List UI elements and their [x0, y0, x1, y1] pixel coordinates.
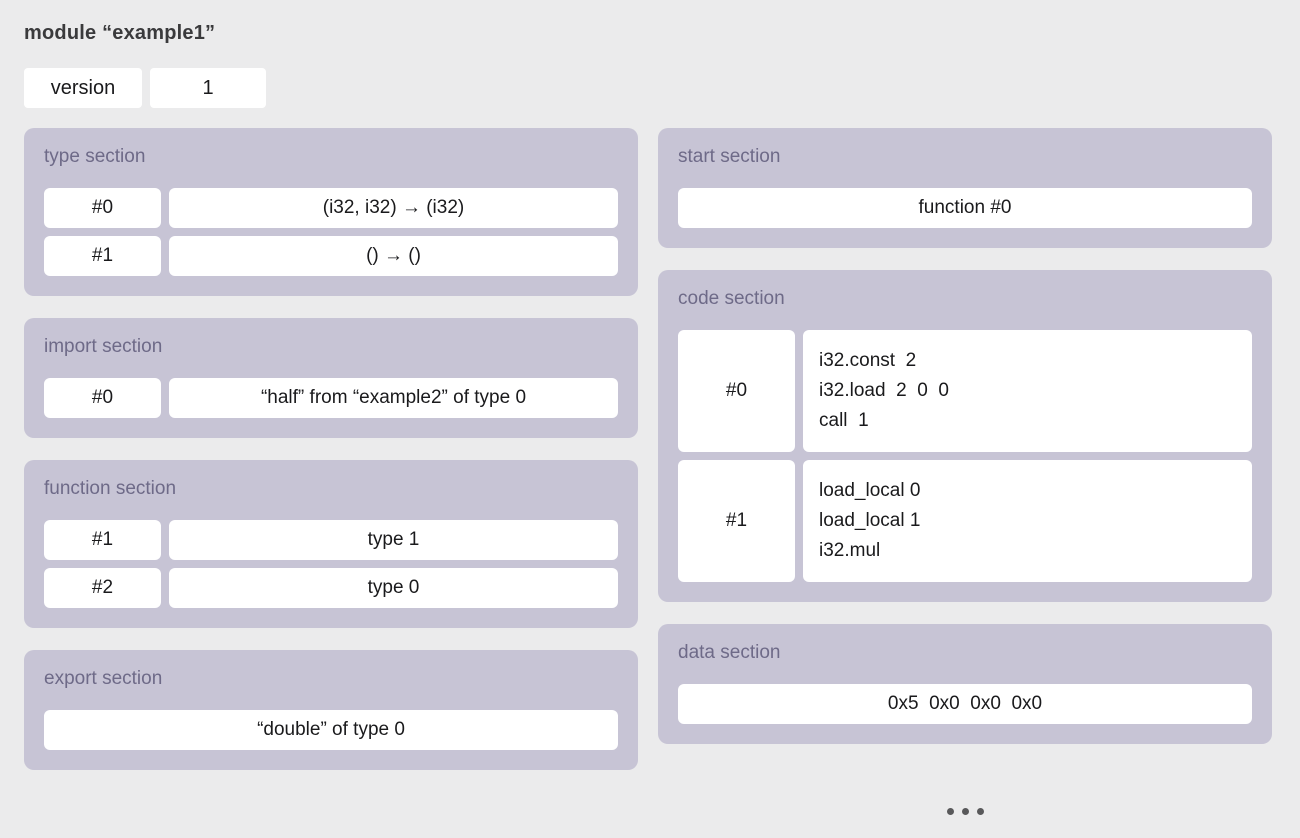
export-row-0: “double” of type 0: [44, 710, 618, 750]
function-row-1: #2 type 0: [44, 568, 618, 608]
ellipsis-dot: [946, 807, 954, 815]
type-row-0: #0 (i32, i32) → (i32): [44, 188, 618, 228]
entry-index: #1: [44, 520, 161, 560]
entry-value: type 0: [169, 568, 618, 608]
start-section: start section function #0: [658, 128, 1272, 248]
entry-value: function #0: [678, 188, 1252, 228]
type-row-1: #1 () → (): [44, 236, 618, 276]
entry-value: (i32, i32) → (i32): [169, 188, 618, 228]
version-value: 1: [150, 68, 266, 108]
instruction-line: load_local 0: [819, 480, 921, 501]
more-sections-ellipsis: [658, 806, 1272, 816]
instruction-line: call 1: [819, 410, 869, 431]
page-title: module “example1”: [24, 22, 216, 44]
import-row-0: #0 “half” from “example2” of type 0: [44, 378, 618, 418]
entry-index: #2: [44, 568, 161, 608]
instruction-list: i32.const 2 i32.load 2 0 0 call 1: [803, 330, 1252, 452]
code-row-1: #1 load_local 0 load_local 1 i32.mul: [678, 460, 1252, 582]
function-row-0: #1 type 1: [44, 520, 618, 560]
entry-value: “half” from “example2” of type 0: [169, 378, 618, 418]
version-row: version 1: [24, 68, 1276, 108]
entry-index: #1: [678, 460, 795, 582]
instruction-line: load_local 1: [819, 510, 921, 531]
code-row-0: #0 i32.const 2 i32.load 2 0 0 call 1: [678, 330, 1252, 452]
start-section-title: start section: [678, 146, 781, 167]
entry-index: #0: [44, 378, 161, 418]
instruction-list: load_local 0 load_local 1 i32.mul: [803, 460, 1252, 582]
data-section: data section 0x5 0x0 0x0 0x0: [658, 624, 1272, 744]
import-section: import section #0 “half” from “example2”…: [24, 318, 638, 438]
entry-index: #0: [678, 330, 795, 452]
module-diagram: module “example1” version 1 type section…: [24, 22, 1276, 816]
function-section: function section #1 type 1 #2 type 0: [24, 460, 638, 628]
instruction-line: i32.load 2 0 0: [819, 380, 949, 401]
instruction-line: i32.mul: [819, 540, 881, 561]
export-section-title: export section: [44, 668, 163, 689]
start-row-0: function #0: [678, 188, 1252, 228]
entry-value: () → (): [169, 236, 618, 276]
entry-value: “double” of type 0: [44, 710, 618, 750]
ellipsis-dot: [961, 807, 969, 815]
code-section-title: code section: [678, 288, 785, 309]
entry-value: 0x5 0x0 0x0 0x0: [678, 684, 1252, 724]
export-section: export section “double” of type 0: [24, 650, 638, 770]
function-section-title: function section: [44, 478, 177, 499]
right-column: start section function #0 code section #…: [658, 128, 1272, 816]
entry-index: #0: [44, 188, 161, 228]
code-section: code section #0 i32.const 2 i32.load 2 0…: [658, 270, 1272, 602]
sections-grid: type section #0 (i32, i32) → (i32) #1 ()…: [24, 128, 1276, 816]
instruction-line: i32.const 2: [819, 350, 917, 371]
import-section-title: import section: [44, 336, 163, 357]
data-section-title: data section: [678, 642, 781, 663]
ellipsis-dot: [976, 807, 984, 815]
type-section-title: type section: [44, 146, 146, 167]
entry-value: type 1: [169, 520, 618, 560]
type-section: type section #0 (i32, i32) → (i32) #1 ()…: [24, 128, 638, 296]
left-column: type section #0 (i32, i32) → (i32) #1 ()…: [24, 128, 638, 770]
version-label: version: [24, 68, 142, 108]
data-row-0: 0x5 0x0 0x0 0x0: [678, 684, 1252, 724]
entry-index: #1: [44, 236, 161, 276]
